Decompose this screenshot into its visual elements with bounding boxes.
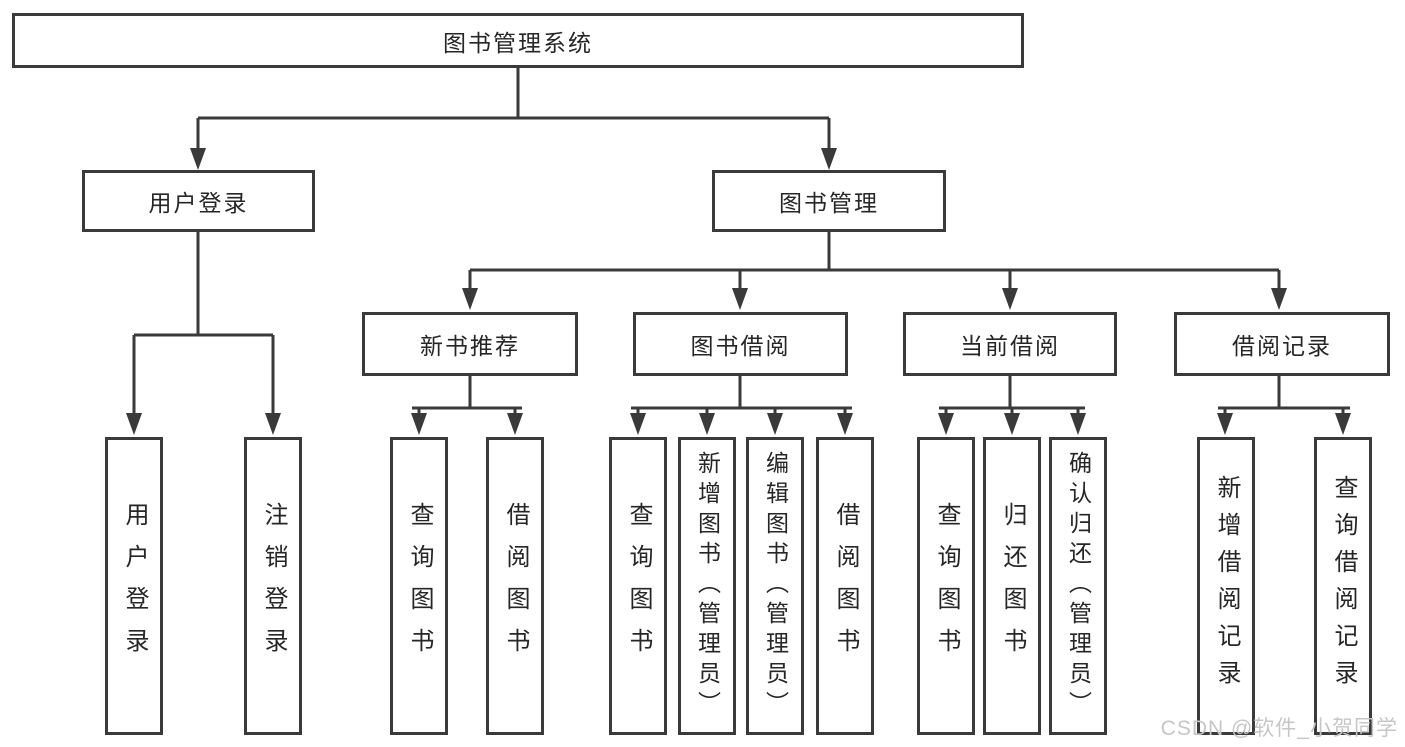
leaf-query-books-current-label: 查询图书 bbox=[933, 502, 960, 670]
leaf-add-books-admin-node: 新增图书（管理员） bbox=[678, 437, 736, 735]
branch-borrow-record-node: 借阅记录 bbox=[1174, 312, 1390, 376]
branch-new-book-recommend-label: 新书推荐 bbox=[420, 333, 520, 359]
leaf-user-login-node: 用户登录 bbox=[105, 437, 163, 735]
branch-user-login-label: 用户登录 bbox=[148, 190, 249, 216]
leaf-query-books-borrow-node: 查询图书 bbox=[609, 437, 667, 735]
branch-book-borrow-node: 图书借阅 bbox=[633, 312, 848, 376]
branch-current-borrow-label: 当前借阅 bbox=[960, 333, 1060, 359]
leaf-user-login-label: 用户登录 bbox=[121, 502, 148, 670]
leaf-add-borrow-record-node: 新增借阅记录 bbox=[1197, 437, 1255, 735]
leaf-borrow-books-recommend-node: 借阅图书 bbox=[486, 437, 544, 735]
leaf-query-books-current-node: 查询图书 bbox=[917, 437, 975, 735]
leaf-return-books-label: 归还图书 bbox=[999, 502, 1026, 670]
branch-user-login-node: 用户登录 bbox=[82, 170, 315, 232]
branch-current-borrow-node: 当前借阅 bbox=[903, 312, 1117, 376]
leaf-confirm-return-admin-node: 确认归还（管理员） bbox=[1049, 437, 1107, 735]
leaf-logout-label: 注销登录 bbox=[260, 502, 287, 670]
leaf-borrow-books-label: 借阅图书 bbox=[832, 502, 859, 670]
csdn-watermark: CSDN @软件_小贺同学 bbox=[1160, 717, 1398, 740]
leaf-edit-books-admin-node: 编辑图书（管理员） bbox=[746, 437, 804, 735]
branch-borrow-record-label: 借阅记录 bbox=[1232, 333, 1332, 359]
branch-book-borrow-label: 图书借阅 bbox=[690, 333, 791, 359]
leaf-confirm-return-admin-label: 确认归还（管理员） bbox=[1065, 451, 1092, 721]
branch-new-book-recommend-node: 新书推荐 bbox=[362, 312, 578, 376]
root-node-library-system: 图书管理系统 bbox=[12, 13, 1024, 68]
leaf-add-borrow-record-label: 新增借阅记录 bbox=[1213, 475, 1240, 697]
branch-book-management-node: 图书管理 bbox=[712, 170, 946, 232]
leaf-edit-books-admin-label: 编辑图书（管理员） bbox=[762, 451, 789, 721]
leaf-query-borrow-record-node: 查询借阅记录 bbox=[1314, 437, 1372, 735]
root-node-label: 图书管理系统 bbox=[443, 29, 593, 56]
leaf-query-books-borrow-label: 查询图书 bbox=[625, 502, 652, 670]
leaf-add-books-admin-label: 新增图书（管理员） bbox=[694, 451, 721, 721]
leaf-query-books-recommend-label: 查询图书 bbox=[406, 502, 433, 670]
leaf-borrow-books-node: 借阅图书 bbox=[816, 437, 874, 735]
leaf-borrow-books-recommend-label: 借阅图书 bbox=[502, 502, 529, 670]
leaf-query-books-recommend-node: 查询图书 bbox=[390, 437, 448, 735]
leaf-query-borrow-record-label: 查询借阅记录 bbox=[1330, 475, 1357, 697]
leaf-return-books-node: 归还图书 bbox=[983, 437, 1041, 735]
leaf-logout-node: 注销登录 bbox=[244, 437, 302, 735]
branch-book-management-label: 图书管理 bbox=[779, 190, 879, 216]
